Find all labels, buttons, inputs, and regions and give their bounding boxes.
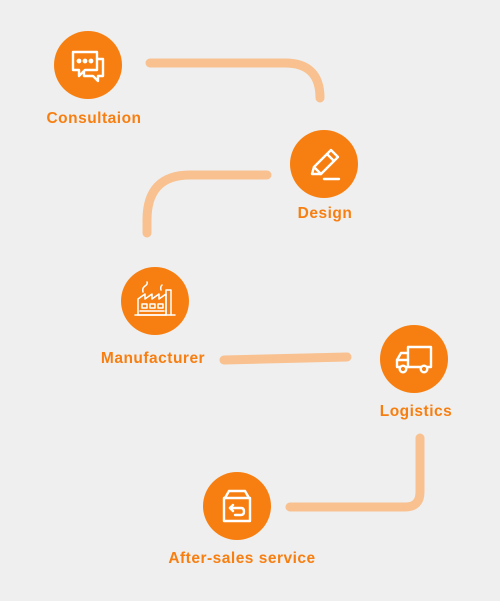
connector-design-manufacturer: [142, 170, 272, 238]
consultation-step-icon: [54, 31, 122, 99]
after-sales-step-icon: [203, 472, 271, 540]
return-box-icon: [222, 489, 252, 523]
pencil-icon: [310, 148, 341, 181]
chat-bubbles-icon: [71, 50, 105, 83]
connector-consultation-design: [145, 58, 325, 103]
consultation-label: Consultaion: [46, 110, 142, 127]
after-sales-label: After-sales service: [168, 550, 316, 567]
manufacturer-label: Manufacturer: [100, 350, 206, 367]
connector-logistics-aftersales: [285, 433, 425, 512]
manufacturer-step-icon: [121, 267, 189, 335]
factory-icon: [134, 281, 176, 316]
logistics-step-icon: [380, 325, 448, 393]
delivery-truck-icon: [395, 345, 433, 374]
design-label: Design: [297, 205, 353, 222]
logistics-label: Logistics: [379, 403, 453, 420]
design-step-icon: [290, 130, 358, 198]
connector-manufacturer-logistics: [219, 352, 352, 365]
